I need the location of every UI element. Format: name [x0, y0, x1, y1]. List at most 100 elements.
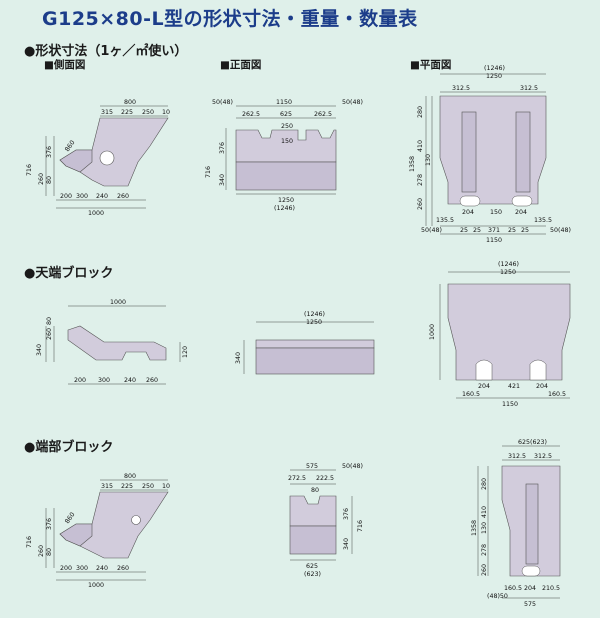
dim-s1-b3: 240 — [96, 193, 108, 200]
dim-p1-e1: 135.5 — [436, 217, 454, 224]
dim-s3-slope: 860 — [64, 511, 77, 525]
dim-p3-h-total: 1358 — [471, 520, 478, 536]
dim-p3-b2: 204 — [524, 585, 536, 592]
dim-p1-left: 50(48) — [421, 227, 442, 234]
dim-p2-r: 160.5 — [548, 391, 566, 398]
dim-p2-b: 421 — [508, 383, 520, 390]
dim-p1-right: 50(48) — [550, 227, 571, 234]
dim-p3-h4: 278 — [481, 544, 488, 556]
dim-p1-c2: 150 — [490, 209, 502, 216]
front-view-main: 1150 50(48) 50(48) 262.5 625 262.5 250 1… — [205, 99, 363, 212]
dim-s1-h-total: 716 — [26, 164, 33, 176]
dim-p1-r4: 25 — [508, 227, 516, 234]
dim-s2-top: 1000 — [110, 299, 126, 306]
dim-s2-b2: 300 — [98, 377, 110, 384]
dim-p2-top2: (1246) — [498, 261, 519, 268]
dim-s3-t4: 10 — [162, 483, 170, 490]
dim-p1-a: 312.5 — [452, 85, 470, 92]
dim-p2-a: 204 — [478, 383, 490, 390]
plan-view-main: (1246) 1250 312.5 312.5 1358 280 410 130… — [409, 65, 571, 244]
dim-p3-h2: 410 — [481, 506, 488, 518]
dim-s1-top-total: 800 — [124, 99, 136, 106]
dim-f1-h-total: 716 — [205, 166, 212, 178]
dim-f1-bot: 1250 — [278, 197, 294, 204]
dim-s3-h3: 260 — [38, 545, 45, 557]
dim-f1-h2: 340 — [219, 174, 226, 186]
dim-p1-r5: 25 — [521, 227, 529, 234]
dim-p1-h2: 410 — [417, 140, 424, 152]
dim-p1-r2: 25 — [473, 227, 481, 234]
dim-p2-bot: 1150 — [502, 401, 518, 408]
dim-p2-top: 1250 — [500, 269, 516, 276]
page-title: G125×80-L型の形状寸法・重量・数量表 — [42, 8, 418, 30]
dim-p3-top: 625(623) — [518, 439, 547, 446]
dim-s1-h2: 80 — [46, 176, 53, 184]
dim-p3-b1: 160.5 — [504, 585, 522, 592]
dim-s2-h3: 340 — [36, 344, 43, 356]
dim-f3-c: 80 — [311, 487, 319, 494]
plan-view-top-block: (1246) 1250 1000 204 421 204 160.5 160.5… — [429, 261, 571, 408]
dim-f1-e: 150 — [281, 138, 293, 145]
dim-p1-h-total: 1358 — [409, 156, 416, 172]
plan-view-end-block: 625(623) 312.5 312.5 1358 280 410 130 27… — [471, 439, 561, 608]
dim-s2-b1: 200 — [74, 377, 86, 384]
dim-s1-h3: 260 — [38, 173, 45, 185]
dim-f3-right: 50(48) — [342, 463, 363, 470]
dim-p1-e2: 135.5 — [534, 217, 552, 224]
dim-f3-a: 272.5 — [288, 475, 306, 482]
front-view-end-block: 575 50(48) 272.5 222.5 80 376 716 340 62… — [288, 463, 364, 578]
dim-s3-h2: 80 — [46, 548, 53, 556]
dim-f3-h1: 376 — [343, 508, 350, 520]
dim-s1-t2: 225 — [121, 109, 133, 116]
dim-s3-t1: 315 — [101, 483, 113, 490]
dim-s2-b3: 240 — [124, 377, 136, 384]
dim-s1-b1: 200 — [60, 193, 72, 200]
dim-f1-a: 262.5 — [242, 111, 260, 118]
dim-p1-h5: 260 — [417, 198, 424, 210]
dim-p3-left: (48)50 — [487, 593, 508, 600]
section-top-block-title: ●天端ブロック — [24, 266, 114, 281]
dim-f3-b: 222.5 — [316, 475, 334, 482]
dim-s2-h1: 260 — [46, 328, 53, 340]
dim-s3-b-total: 1000 — [88, 582, 104, 589]
dim-p3-h5: 260 — [481, 564, 488, 576]
dim-p1-r3: 371 — [488, 227, 500, 234]
side-view-main: 800 315 225 250 10 716 376 260 80 860 20… — [26, 99, 170, 217]
dim-p1-top: 1250 — [486, 73, 502, 80]
view-label-plan: ■平面図 — [410, 59, 452, 71]
dim-p2-l: 160.5 — [462, 391, 480, 398]
dim-s1-b-total: 1000 — [88, 210, 104, 217]
dim-s3-h1: 376 — [46, 518, 53, 530]
dim-f3-top: 575 — [306, 463, 318, 470]
dim-f1-top: 1150 — [276, 99, 292, 106]
dim-p1-h1: 280 — [417, 106, 424, 118]
dim-s3-b4: 260 — [117, 565, 129, 572]
section-end-block-title: ●端部ブロック — [24, 440, 114, 455]
view-label-side: ■側面図 — [44, 59, 86, 71]
dim-s3-b2: 300 — [76, 565, 88, 572]
dim-f1-right: 50(48) — [342, 99, 363, 106]
dim-p3-b3: 210.5 — [542, 585, 560, 592]
dim-f2-top: 1250 — [306, 319, 322, 326]
dim-p1-top2: (1246) — [484, 65, 505, 72]
dim-p1-h4: 278 — [417, 174, 424, 186]
section-shape-title: ●形状寸法（1ヶ／㎡使い） — [24, 44, 188, 59]
dim-p1-r1: 25 — [460, 227, 468, 234]
dim-s1-b2: 300 — [76, 193, 88, 200]
dim-f3-h-total: 716 — [357, 520, 364, 532]
side-view-end-block: 800 315 225 250 10 716 376 260 80 860 20… — [26, 473, 170, 589]
dim-s2-h2: 80 — [46, 317, 53, 325]
dim-s3-h-total: 716 — [26, 536, 33, 548]
dim-f1-bot2: (1246) — [274, 205, 295, 212]
dim-p1-bot: 1150 — [486, 237, 502, 244]
dim-f1-h1: 376 — [219, 142, 226, 154]
dim-p3-bot: 575 — [524, 601, 536, 608]
dim-p1-h3: 130 — [425, 154, 432, 166]
dim-s2-b4: 260 — [146, 377, 158, 384]
dim-f3-h2: 340 — [343, 538, 350, 550]
dim-p3-b: 312.5 — [534, 453, 552, 460]
dim-s1-t1: 315 — [101, 109, 113, 116]
dim-s3-top-total: 800 — [124, 473, 136, 480]
dim-p1-c1: 204 — [462, 209, 474, 216]
